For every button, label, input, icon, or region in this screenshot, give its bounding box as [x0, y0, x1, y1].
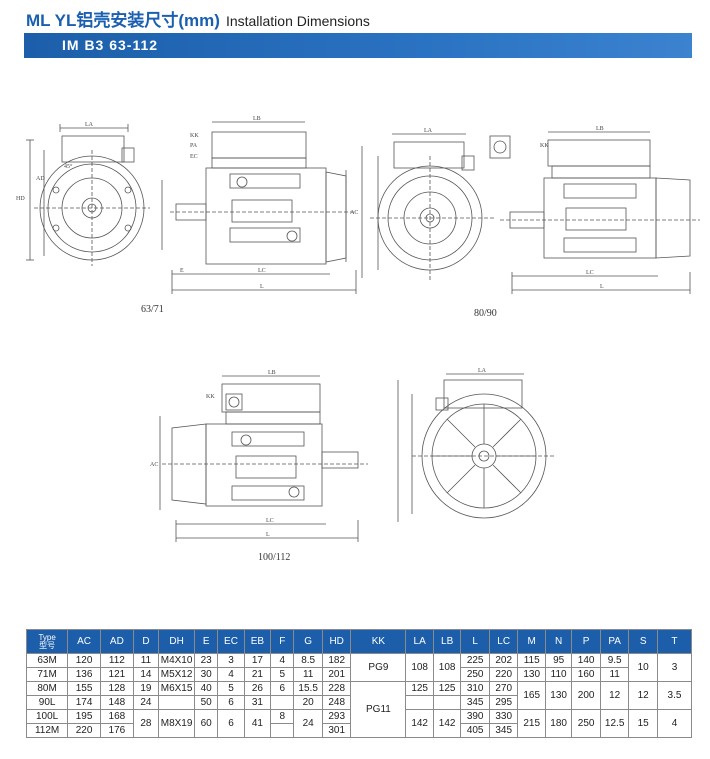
drawing-100-112-side: LB KK LC L AC — [150, 370, 368, 542]
table-row: 100L 195 168 28 M8X19 60 6 41 8 24 293 1… — [25, 709, 693, 738]
table-row: 112M 220 176 301 405 345 — [25, 723, 692, 738]
label-la-2: LA — [424, 128, 433, 134]
label-45-1: 45° — [64, 163, 73, 170]
label-lb-3: LB — [268, 370, 276, 376]
drawing-63-71-side: LB KK PA EC LC L E AC — [161, 116, 358, 294]
table-row: 80M 155 128 19 M6X15 40 5 26 6 15.5 228 … — [25, 681, 693, 738]
label-pa-1: PA — [190, 143, 198, 149]
col-ad: AD — [99, 629, 134, 654]
col-f: F — [270, 629, 295, 654]
col-l: L — [460, 629, 490, 654]
label-l-3: L — [266, 532, 270, 538]
col-t: T — [656, 629, 693, 654]
label-kk-3: KK — [206, 394, 215, 400]
label-lb-2: LB — [596, 126, 604, 132]
label-la-1: LA — [85, 122, 94, 128]
drawing-80-90-front: LA — [361, 128, 494, 280]
table-row: 63M 120 112 11 M4X10 23 3 17 4 8.5 182 P… — [25, 653, 693, 682]
label-e-1: E — [180, 268, 184, 274]
label-ec-1: EC — [190, 154, 198, 160]
col-d: D — [132, 629, 160, 654]
col-p: P — [571, 629, 601, 654]
page-title: ML YL铝壳安装尺寸(mm) Installation Dimensions — [26, 6, 370, 30]
caption-80-90: 80/90 — [474, 308, 497, 319]
label-lc-2: LC — [586, 270, 594, 276]
col-ec: EC — [217, 629, 245, 654]
title-en: Installation Dimensions — [225, 13, 370, 29]
col-hd: HD — [321, 629, 352, 654]
label-ad-1: AD — [36, 176, 45, 182]
label-kk-1: KK — [190, 133, 199, 139]
label-la-3: LA — [478, 368, 487, 374]
label-ac-3: AC — [150, 462, 158, 468]
drawing-100-112-front: LA — [397, 368, 556, 522]
col-pa: PA — [599, 629, 630, 654]
label-kk-2: KK — [540, 143, 549, 149]
label-hd-1: HD — [16, 196, 25, 202]
label-l-2: L — [600, 284, 604, 290]
label-l-1: L — [260, 284, 264, 290]
col-ac: AC — [67, 629, 101, 654]
col-dh: DH — [158, 629, 196, 654]
drawing-63-71-front: LA 45° HD AD — [16, 122, 150, 266]
col-s: S — [628, 629, 658, 654]
drawing-80-90-side: LB KK LC L — [489, 126, 700, 294]
col-e: E — [194, 629, 219, 654]
col-m: M — [517, 629, 546, 654]
title-cn: ML YL铝壳安装尺寸(mm) — [26, 11, 220, 30]
caption-63-71: 63/71 — [141, 304, 164, 315]
label-ac-1: AC — [350, 210, 358, 216]
label-lc-1: LC — [258, 268, 266, 274]
table-row: 90L 174 148 24 50 6 31 20 248 345 295 — [25, 695, 692, 710]
col-la: LA — [405, 629, 434, 654]
caption-100-112: 100/112 — [258, 552, 290, 563]
col-kk: KK — [350, 629, 407, 654]
col-g: G — [293, 629, 323, 654]
section-banner: IM B3 63-112 — [24, 33, 692, 58]
col-n: N — [544, 629, 573, 654]
col-lb: LB — [432, 629, 462, 654]
label-lb-1: LB — [253, 116, 261, 122]
label-lc-3: LC — [266, 518, 274, 524]
technical-drawings: LA 45° HD AD 63/71 LB KK PA EC LC L E AC — [16, 116, 700, 563]
banner-text: IM B3 63-112 — [62, 37, 159, 53]
col-eb: EB — [243, 629, 272, 654]
col-lc: LC — [488, 629, 519, 654]
